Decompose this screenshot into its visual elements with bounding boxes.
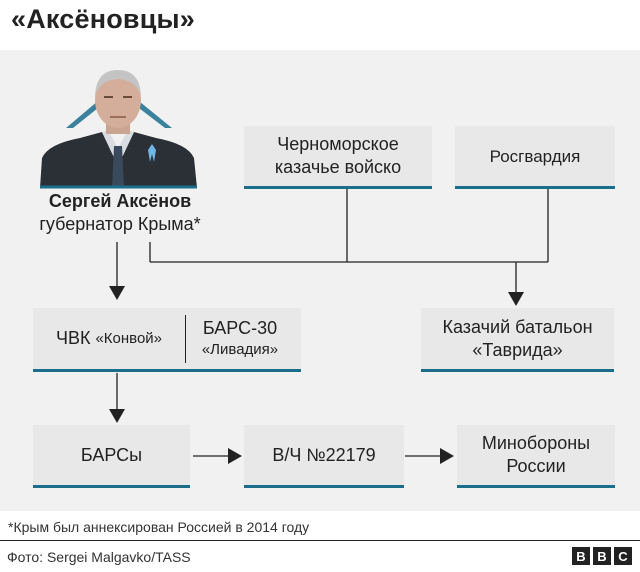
rosgvardia-box: Росгвардия bbox=[455, 126, 615, 189]
person-name: Сергей Аксёнов bbox=[48, 191, 192, 211]
barsy-box: БАРСы bbox=[33, 425, 190, 488]
livadia-label: «Ливадия» bbox=[201, 340, 279, 358]
pmc-bars30-box: ЧВК «Конвой» БАРС-30 «Ливадия» bbox=[33, 308, 301, 372]
ministry-line2: России bbox=[506, 456, 566, 476]
page-title: «Аксёновцы» bbox=[11, 4, 195, 34]
box-divider bbox=[185, 314, 186, 363]
barsy-label: БАРСы bbox=[80, 444, 143, 465]
bars30-label: БАРС-30 bbox=[202, 317, 278, 338]
person-role: губернатор Крыма* bbox=[39, 214, 201, 234]
ministry-of-defence-box: Минобороны России bbox=[457, 425, 615, 488]
arrow-head bbox=[109, 286, 125, 300]
pmc-konvoy: ЧВК «Конвой» bbox=[33, 308, 185, 369]
arrow-head bbox=[440, 448, 454, 464]
bbc-logo-letter: B bbox=[572, 547, 590, 565]
bbc-logo: B B C bbox=[572, 547, 632, 565]
tavrida-battalion-box: Казачий батальон «Таврида» bbox=[421, 308, 614, 372]
bars30-livadia: БАРС-30 «Ливадия» bbox=[186, 308, 294, 369]
footnote: *Крым был аннексирован Россией в 2014 го… bbox=[8, 519, 310, 535]
arrow-head bbox=[228, 448, 242, 464]
arrow-head bbox=[109, 409, 125, 423]
black-sea-cossack-host-line1: Черноморское bbox=[277, 134, 399, 154]
black-sea-cossack-host-box: Черноморское казачье войско bbox=[244, 126, 432, 189]
person-portrait bbox=[40, 70, 197, 188]
military-unit-box: В/Ч №22179 bbox=[244, 425, 404, 488]
rosgvardia-label: Росгвардия bbox=[489, 146, 581, 166]
military-unit-label: В/Ч №22179 bbox=[272, 444, 376, 465]
pmc-name: «Конвой» bbox=[95, 330, 163, 347]
tavrida-line1: Казачий батальон bbox=[442, 316, 593, 337]
bbc-logo-letter: B bbox=[593, 547, 611, 565]
black-sea-cossack-host-line2: казачье войско bbox=[274, 157, 402, 177]
footer-divider bbox=[0, 540, 640, 541]
ministry-line1: Минобороны bbox=[481, 433, 591, 453]
arrow-head bbox=[508, 292, 524, 306]
tavrida-line2: «Таврида» bbox=[472, 339, 563, 360]
bbc-logo-letter: C bbox=[614, 547, 632, 565]
photo-credit: Фото: Sergei Malgavko/TASS bbox=[7, 549, 191, 565]
pmc-prefix: ЧВК bbox=[55, 328, 96, 348]
